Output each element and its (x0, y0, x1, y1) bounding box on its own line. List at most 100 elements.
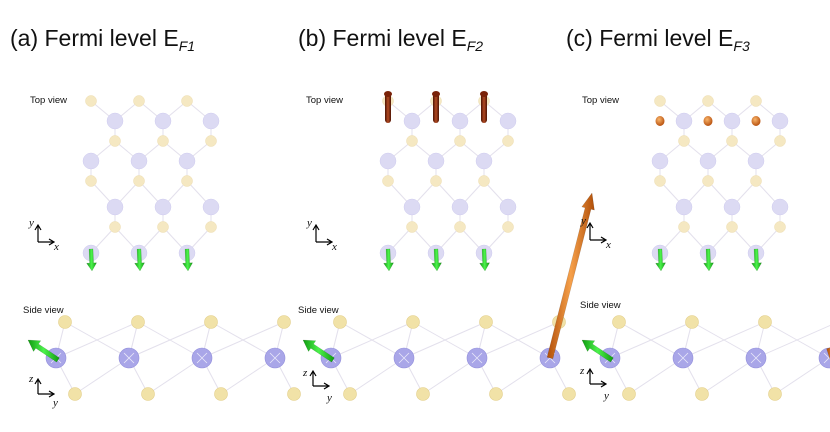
bond-line (628, 357, 684, 395)
bond-line (412, 321, 478, 359)
brown-spin-tip (480, 91, 488, 97)
metal-atom (675, 112, 693, 130)
panel-b-side-axis-y: y (326, 392, 332, 404)
green-spin-arrow (302, 339, 335, 363)
bond-line (339, 321, 405, 359)
metal-atom (723, 112, 741, 130)
chalcogen-atom (685, 315, 699, 329)
chalcogen-atom (562, 387, 576, 401)
chalcogen-atom (478, 175, 490, 187)
panel-a-top-lattice (82, 95, 220, 272)
chalcogen-atom (612, 315, 626, 329)
metal-atom (675, 198, 693, 216)
bond-line (137, 321, 203, 359)
chalcogen-atom (774, 221, 786, 233)
panel-a-title-subscript: F1 (179, 38, 195, 54)
chalcogen-atom (205, 135, 217, 147)
green-spin-arrow (27, 339, 60, 363)
metal-atom (747, 152, 765, 170)
bond-line (422, 357, 478, 395)
bond-line (618, 321, 684, 359)
metal-atom (202, 198, 220, 216)
panel-c-side-axis-z: z (579, 365, 585, 377)
atom-cross-mark (123, 352, 135, 364)
green-spin-arrow (383, 248, 394, 272)
metal-atom (202, 112, 220, 130)
chalcogen-atom (277, 315, 291, 329)
panel-a-top-axis-x: x (53, 241, 59, 253)
chalcogen-atom (702, 95, 714, 107)
panel-c: (c) Fermi level EF3 Top view y x Side vi… (566, 25, 830, 402)
bond-line (74, 357, 130, 395)
atom-cross-mark (398, 352, 410, 364)
chalcogen-atom (214, 387, 228, 401)
chalcogen-atom (204, 315, 218, 329)
panel-a-title-prefix: (a) Fermi level E (10, 25, 179, 51)
green-spin-arrow (86, 248, 97, 272)
atom-cross-mark (677, 352, 689, 364)
chalcogen-atom (333, 315, 347, 329)
metal-atom (403, 112, 421, 130)
chalcogen-atom (750, 175, 762, 187)
metal-atom (82, 152, 100, 170)
panel-a-side-lattice (27, 315, 301, 401)
chalcogen-atom (181, 95, 193, 107)
brown-spin-rod (481, 93, 487, 123)
brown-spin-tip (384, 91, 392, 97)
bond-line (147, 357, 203, 395)
metal-atom (451, 112, 469, 130)
metal-atom (723, 198, 741, 216)
panel-b-top-axis-x: x (331, 241, 337, 253)
panel-a-side-axis-z: z (28, 373, 34, 385)
atom-cross-mark (269, 352, 281, 364)
panel-b: (b) Fermi level EF2 Top view y x Side vi… (298, 25, 595, 404)
chalcogen-atom (406, 221, 418, 233)
metal-atom (106, 112, 124, 130)
panel-a-top-axes: y x (28, 217, 59, 253)
metal-atom (379, 152, 397, 170)
bond-line (774, 357, 830, 395)
green-spin-arrow (581, 339, 614, 363)
chalcogen-atom (131, 315, 145, 329)
panel-b-side-view-label: Side view (298, 305, 339, 316)
panel-b-side-axes: z y (302, 367, 332, 404)
metal-atom (651, 152, 669, 170)
chalcogen-atom (750, 95, 762, 107)
panel-c-side-view-label: Side view (580, 300, 621, 311)
metal-atom (699, 152, 717, 170)
metal-atom (178, 152, 196, 170)
chalcogen-atom (109, 135, 121, 147)
chalcogen-atom (678, 135, 690, 147)
panel-c-top-axes: y x (580, 215, 611, 251)
chalcogen-atom (406, 315, 420, 329)
panel-b-title-prefix: (b) Fermi level E (298, 25, 467, 51)
orange-spin-arrow (546, 192, 595, 359)
metal-atom (499, 198, 517, 216)
chalcogen-atom (287, 387, 301, 401)
chalcogen-atom (205, 221, 217, 233)
green-spin-arrow (703, 248, 714, 272)
orange-spin-arrow (826, 347, 830, 360)
chalcogen-atom (502, 221, 514, 233)
chalcogen-atom (85, 175, 97, 187)
chalcogen-atom (109, 221, 121, 233)
metal-atom (403, 198, 421, 216)
bond-line (210, 321, 276, 359)
bond-line (349, 357, 405, 395)
atom-cross-mark (823, 352, 830, 364)
chalcogen-atom (157, 135, 169, 147)
chalcogen-atom (502, 135, 514, 147)
atom-cross-mark (471, 352, 483, 364)
panel-b-top-view-label: Top view (306, 95, 343, 106)
chalcogen-atom (141, 387, 155, 401)
panel-a-top-axis-y: y (28, 217, 34, 229)
chalcogen-atom (181, 175, 193, 187)
chalcogen-atom (454, 221, 466, 233)
panel-b-top-axes: y x (306, 217, 337, 253)
chalcogen-atom (416, 387, 430, 401)
chalcogen-atom (157, 221, 169, 233)
bond-line (691, 321, 757, 359)
metal-atom (427, 152, 445, 170)
panel-c-side-axis-y: y (603, 390, 609, 402)
panel-a: (a) Fermi level EF1 Top view y x Side vi… (10, 25, 301, 409)
